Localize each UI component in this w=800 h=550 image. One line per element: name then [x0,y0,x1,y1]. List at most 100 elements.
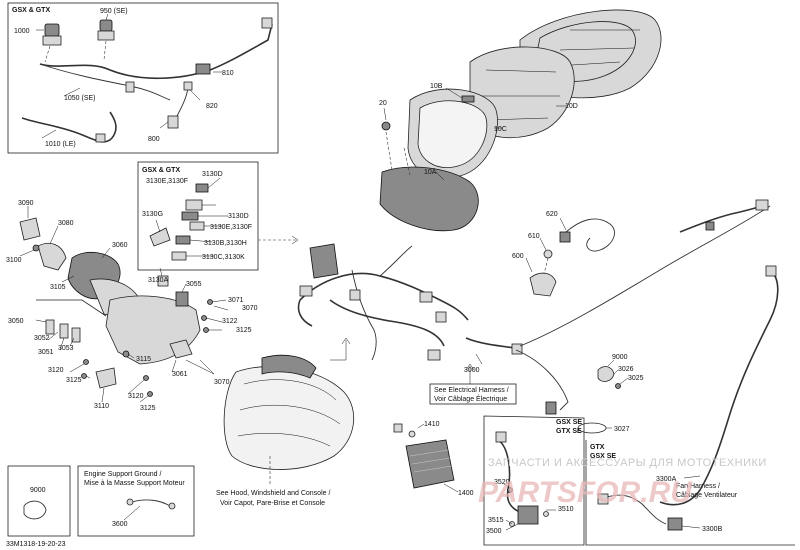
gtx-title-1: GTX [590,444,605,451]
gsx-se-leaders [503,483,556,531]
label-3125b: 3125 [66,377,82,384]
headlight-lens [223,366,355,470]
label-3051: 3051 [38,349,54,356]
part-3130A [157,275,169,287]
label-3080: 3080 [58,220,74,227]
label-3130G: 3130G [142,211,163,218]
label-3130E-top: 3130E,3130F [146,178,188,185]
harness-1050 [39,23,273,80]
headlight-arrow-line [330,340,347,361]
gsx-se-title-1: GSX SE [556,419,582,426]
label-620: 620 [546,211,558,218]
label-3130D-b: 3130D [228,213,249,220]
watermark-logo: PARTSFOR.RU [478,476,693,509]
part-600 [529,272,557,297]
note-electrical-box [429,383,517,405]
main-harness-3000: 3000 [297,243,523,374]
label-9000: 9000 [612,354,628,361]
connector-3130C [171,251,187,261]
leader-3000 [475,353,483,365]
label-3027: 3027 [614,426,630,433]
label-1410: 1410 [424,421,440,428]
part-1410-nut [393,423,403,433]
label-3110: 3110 [94,403,109,410]
label-3105: 3105 [50,284,66,291]
fan-harness-wire [659,271,779,506]
label-3060: 3060 [112,242,128,249]
label-3071: 3071 [228,297,244,304]
part-10B-screw [461,95,475,103]
label-10A: 10A [424,169,437,176]
bracket-3050-outline [36,299,107,317]
part-3061 [169,339,193,359]
inset-leaders [155,177,228,257]
label-3053: 3053 [58,345,74,352]
coil-cord-620 [565,218,615,252]
oring-3027 [577,422,607,434]
part-3110 [95,367,117,389]
label-10D: 10D [565,103,578,110]
note-ground-line2: Mise à la Masse Support Moteur [84,480,185,487]
label-3122: 3122 [222,318,238,325]
connector-h3 [419,291,433,303]
ground-wire-3600 [131,499,171,507]
note-electrical-line1: See Electrical Harness / [434,387,509,394]
label-10C: 10C [494,126,507,133]
switch-950 [99,19,113,32]
label-10B: 10B [430,83,443,90]
switch-1000-base [42,35,62,46]
top-left-box: GSX & GTX 1000 950 (SE) 810 820 1050 (SE… [7,2,279,154]
top-left-leaders [36,13,222,139]
note-electrical-line2: Voir Câblage Électrique [434,394,507,403]
ground-box: Engine Support Ground / Mise à la Masse … [77,465,195,537]
clip-3130G [149,227,171,247]
harness-3000-drop [351,269,377,361]
part-3053 [71,327,81,343]
bolt-3125b [81,373,87,379]
switch-950-base [97,30,115,41]
left-assembly: 3090 3080 3060 3100 3105 3130A 3055 3071… [6,200,258,412]
part-620-plug [559,231,571,243]
group-600-leaders [525,217,567,273]
label-810: 810 [222,70,234,77]
part-3115 [122,350,130,358]
connector-1010 [95,133,106,143]
regulator-group: 1410 1400 [393,421,474,497]
connector-fan-left [597,493,609,505]
regulator-leaders [417,423,459,493]
label-3130E-b: 3130E,3130F [210,224,252,231]
bolt-3120 [83,359,89,365]
part-3025 [615,383,621,389]
label-3130D-top: 3130D [202,171,223,178]
label-3510: 3510 [558,506,574,513]
gauge-cluster-group: 20 10B 10C 10D 10A [379,9,662,232]
connector-3130E2 [189,221,205,231]
part-9000-clamp [23,500,47,520]
leader-3600 [123,505,141,521]
inset-3130-frame [137,161,259,271]
inset-box-title: GSX & GTX [142,167,180,174]
part-1410-bolt [408,430,416,438]
part-3052 [45,319,55,335]
gtx-frame [585,440,795,546]
label-610: 610 [528,233,540,240]
label-3300A: 3300A [656,476,677,483]
label-3120: 3120 [48,367,64,374]
note-hood-line2: Voir Capot, Pare-Brise et Console [220,500,325,507]
label-1400: 1400 [458,490,474,497]
group-3026: 9000 3026 3025 [597,354,644,389]
label-3125a: 3125 [236,327,252,334]
connector-h6 [511,343,523,355]
connector-950-end [261,17,273,29]
harness-3000-up [379,245,413,277]
part-20-screw [381,121,391,131]
group-600: 620 610 600 [512,211,615,297]
arrow-inset-harness [291,235,299,245]
bolt-3120b [143,375,149,381]
bolt-3125a [203,327,209,333]
label-3125c: 3125 [140,405,156,412]
part-610 [543,249,553,259]
part-3051 [59,323,69,339]
label-950: 950 (SE) [100,8,128,15]
